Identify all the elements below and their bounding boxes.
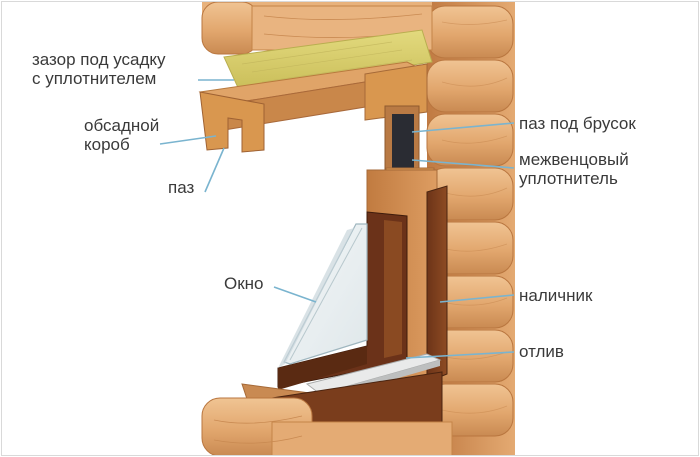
label-sill: отлив bbox=[519, 342, 564, 361]
label-casing-box-line1: обсадной bbox=[84, 116, 160, 135]
label-shrink-gap: зазор под усадку с уплотнителем bbox=[32, 50, 166, 88]
label-groove: паз bbox=[168, 178, 195, 197]
label-casing-box-line2: короб bbox=[84, 135, 130, 154]
label-casing-box: обсадной короб bbox=[84, 116, 159, 154]
label-crown-sealant: межвенцовый уплотнитель bbox=[519, 150, 629, 188]
window-frame bbox=[277, 211, 408, 390]
label-crown-sealant-line1: межвенцовый bbox=[519, 150, 629, 169]
insulation-gap bbox=[223, 29, 433, 93]
bottom-logs bbox=[201, 371, 453, 455]
trim bbox=[426, 185, 448, 383]
leader-lines bbox=[159, 79, 515, 359]
label-window: Окно bbox=[224, 274, 264, 293]
label-trim: наличник bbox=[519, 286, 593, 305]
label-shrink-gap-line1: зазор под усадку bbox=[32, 50, 166, 69]
label-shrink-gap-line2: с уплотнителем bbox=[32, 69, 157, 88]
label-bar-groove: паз под брусок bbox=[519, 114, 636, 133]
label-crown-sealant-line2: уплотнитель bbox=[519, 169, 618, 188]
